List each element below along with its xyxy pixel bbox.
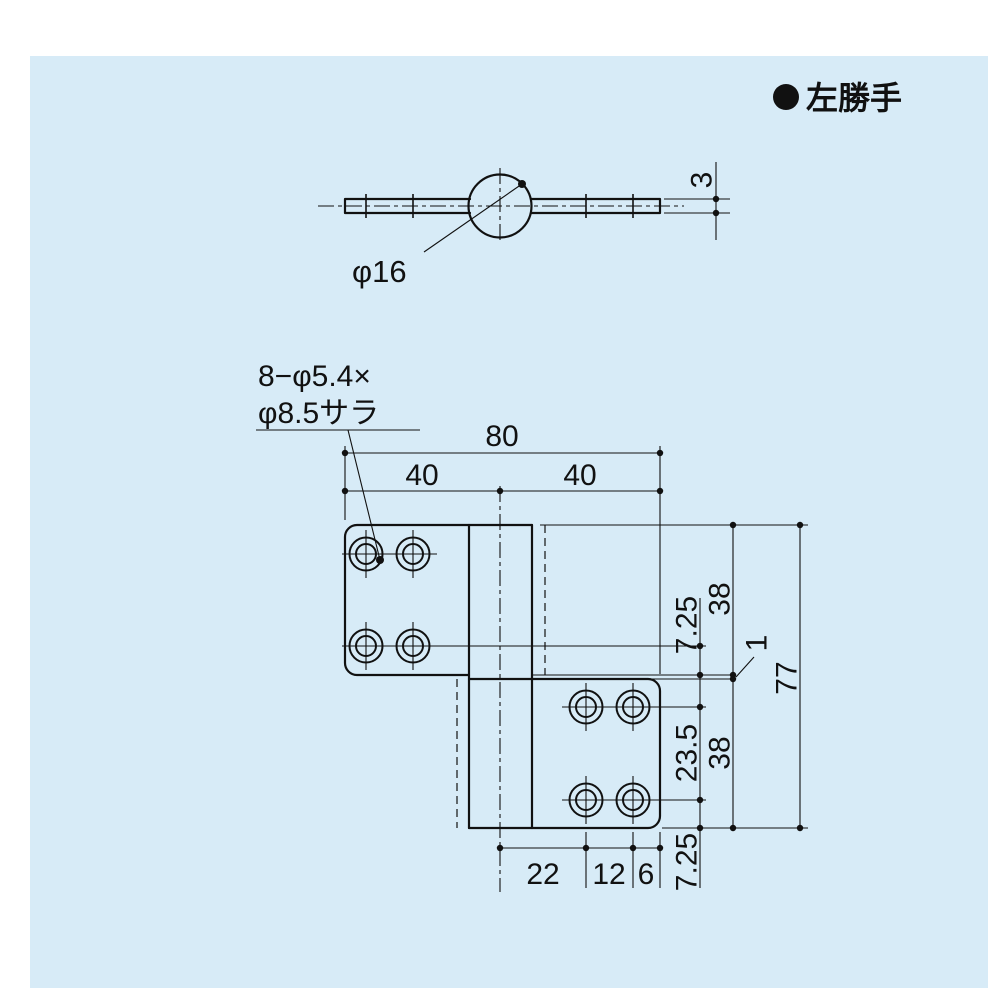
dim-dot [341,487,349,495]
drawing-panel [30,56,988,988]
dim-hole-pitch-12: 12 [592,858,625,891]
handedness-marker: 左勝手 [773,80,902,116]
dimension-lines [341,446,808,888]
dim-upper-leaf-height: 38 [704,582,737,615]
dim-hole-offset-22: 22 [526,858,559,891]
dim-dot [796,824,804,832]
dim-lower-hole-pitch: 23.5 [671,724,704,782]
dim-lines-top [344,446,661,674]
leader-dot [376,556,384,564]
top-view: 3 φ16 [318,162,730,289]
dim-dot [656,487,664,495]
dim-dot [341,449,349,457]
countersink-note-line2: φ8.5サラ [258,397,379,430]
dim-dot [696,671,704,679]
dim-lines-bottom [500,832,661,888]
dim-total-height: 77 [771,661,804,694]
countersink-note-line1: 8−φ5.4× [258,360,371,393]
dim-dot [796,521,804,529]
dim-dot [496,844,504,852]
screw-holes [342,530,657,824]
hole-crosshairs [342,530,657,824]
top-view-plate-outline [343,197,662,215]
diameter-leader-line [423,183,523,253]
dim-dot [712,195,720,203]
dim-dot [729,521,737,529]
knuckle-circle [467,173,533,239]
dim-edge-offset-6: 6 [638,858,655,891]
dim-dot [496,487,504,495]
dimension-texts: 80 40 40 7.25 38 1 77 23.5 38 7.25 22 12… [405,420,803,891]
dim-dot [712,209,720,217]
dim-left-half: 40 [405,459,438,492]
dim-upper-hole-edge: 7.25 [671,596,704,654]
dim-leaf-gap: 1 [741,635,774,652]
dim-dot [656,449,664,457]
dim-dot [629,844,637,852]
lower-leaf-outline [467,677,662,830]
dim-right-half: 40 [563,459,596,492]
knuckle-diameter-label: φ16 [352,254,407,289]
bullet-icon [773,84,799,110]
front-view: 8−φ5.4× φ8.5サラ [256,360,808,892]
thickness-dim-text: 3 [686,172,719,189]
countersink-note: 8−φ5.4× φ8.5サラ [256,360,420,564]
dim-dot [656,844,664,852]
dim-lower-leaf-height: 38 [704,736,737,769]
dim-dot [582,844,590,852]
note-leader-line [256,429,420,561]
upper-leaf-outline [343,523,534,677]
top-view-centerlines [318,168,684,244]
dim-dot [696,703,704,711]
leader-dot [518,180,526,188]
dim-dot [696,642,704,650]
dim-dot [696,824,704,832]
handedness-label: 左勝手 [806,80,902,116]
dim-dot [729,675,737,683]
dim-total-width: 80 [485,420,518,453]
top-view-hole-ticks [365,194,634,218]
dim-dot [696,796,704,804]
barrel-edges [467,523,534,830]
hidden-bend-lines [456,525,546,828]
dim-lower-hole-edge: 7.25 [671,833,704,891]
dim-dot [729,824,737,832]
